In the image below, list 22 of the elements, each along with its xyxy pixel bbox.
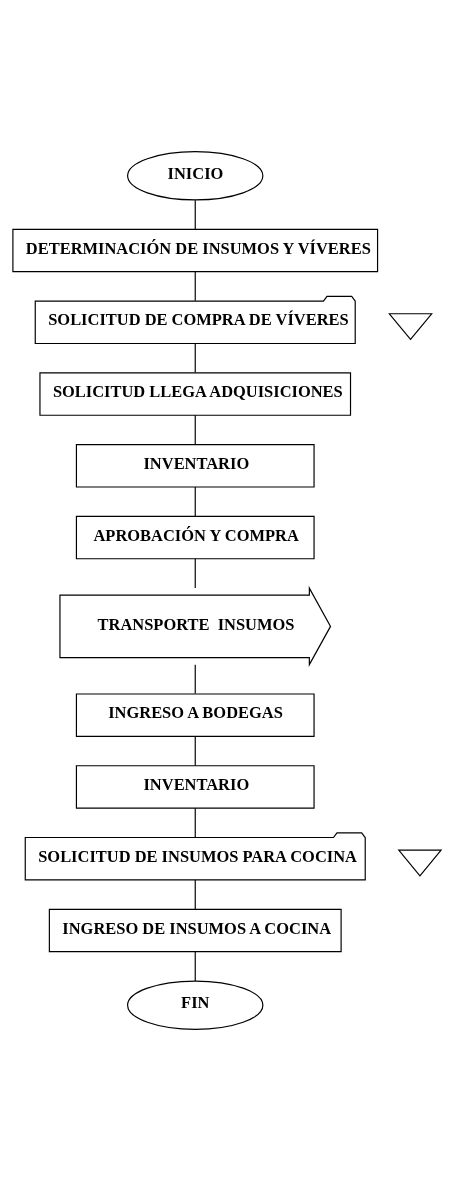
node-box: INVENTARIO: [75, 443, 315, 488]
node-triangle: [397, 849, 443, 877]
connector: [194, 735, 196, 766]
connector: [194, 414, 196, 445]
node-box: INVENTARIO: [75, 764, 315, 809]
connector: [194, 807, 196, 838]
connector: [194, 663, 196, 694]
connector: [194, 557, 196, 589]
connector: [194, 270, 196, 301]
node-box: DETERMINACIÓN DE INSUMOS Y VÍVERES: [12, 228, 379, 272]
node-ellipse: INICIO: [127, 150, 264, 201]
node-box: INGRESO A BODEGAS: [75, 692, 315, 737]
connector: [194, 342, 196, 373]
connector: [194, 950, 196, 981]
connector: [194, 485, 196, 517]
connector: [194, 199, 196, 230]
node-box: APROBACIÓN Y COMPRA: [75, 515, 315, 559]
node-ellipse: FIN: [127, 979, 264, 1030]
node-box: INGRESO DE INSUMOS A COCINA: [48, 908, 342, 952]
node-triangle: [388, 312, 433, 340]
node-box: SOLICITUD LLEGA ADQUISICIONES: [39, 371, 352, 416]
connector: [194, 878, 196, 910]
